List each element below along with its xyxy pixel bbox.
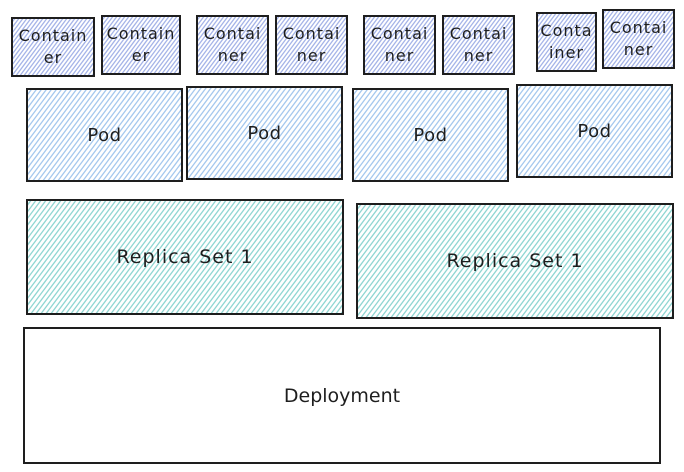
container-box-5: Container xyxy=(363,15,436,75)
container-label: Container xyxy=(449,24,508,65)
pod-box-hatch xyxy=(352,88,509,182)
container-label: Container xyxy=(203,24,262,65)
pod-box-1: Pod xyxy=(26,88,183,182)
container-box-hatch xyxy=(536,12,597,72)
pod-box-2: Pod xyxy=(186,86,343,180)
container-label: Container xyxy=(609,18,668,59)
deployment-box: Deployment xyxy=(23,327,661,464)
replica-set-label: Replica Set 1 xyxy=(116,246,254,268)
container-box-4: Container xyxy=(275,15,348,75)
pod-label: Pod xyxy=(413,124,448,146)
pod-box-4: Pod xyxy=(516,84,673,178)
container-box-hatch xyxy=(602,9,675,69)
replica-set-box-2: Replica Set 1 xyxy=(356,203,674,319)
container-box-hatch xyxy=(442,15,515,75)
container-box-hatch xyxy=(196,15,269,75)
container-label: Container xyxy=(540,21,593,62)
replica-set-box-hatch xyxy=(356,203,674,319)
container-box-8: Container xyxy=(602,9,675,69)
container-label: Container xyxy=(282,24,341,65)
container-box-7: Container xyxy=(536,12,597,72)
pod-label: Pod xyxy=(577,120,612,142)
container-box-6: Container xyxy=(442,15,515,75)
container-box-hatch xyxy=(11,17,95,77)
replica-set-box-hatch xyxy=(26,199,344,315)
pod-box-hatch xyxy=(186,86,343,180)
pod-box-3: Pod xyxy=(352,88,509,182)
pod-box-hatch xyxy=(26,88,183,182)
container-box-3: Container xyxy=(196,15,269,75)
container-box-hatch xyxy=(101,15,181,75)
container-label: Container xyxy=(370,24,429,65)
replica-set-box-1: Replica Set 1 xyxy=(26,199,344,315)
pod-label: Pod xyxy=(87,124,122,146)
pod-label: Pod xyxy=(247,122,282,144)
deployment-label: Deployment xyxy=(283,384,401,407)
replica-set-label: Replica Set 1 xyxy=(446,250,584,272)
container-box-2: Container xyxy=(101,15,181,75)
container-label: Container xyxy=(106,24,176,65)
container-label: Container xyxy=(18,26,88,67)
container-box-1: Container xyxy=(11,17,95,77)
pod-box-hatch xyxy=(516,84,673,178)
